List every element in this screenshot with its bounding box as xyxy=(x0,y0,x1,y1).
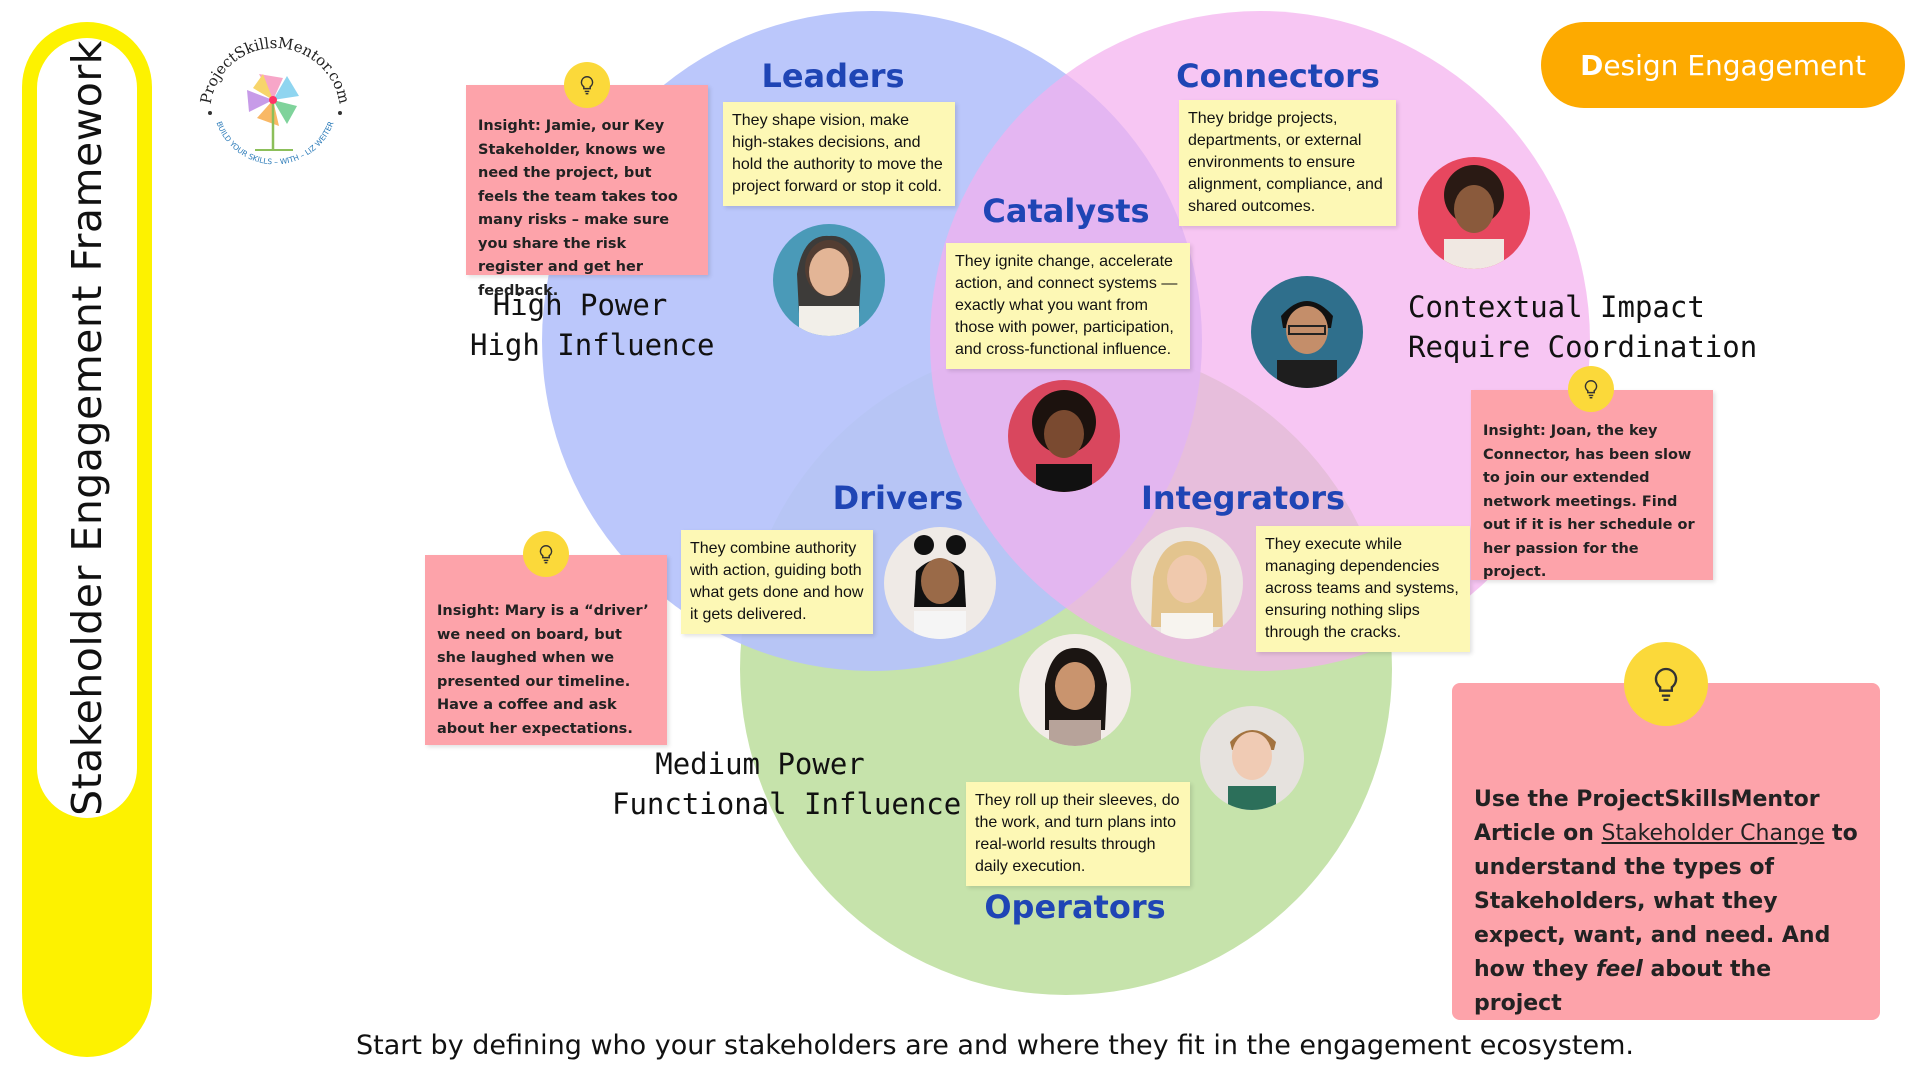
contextual-line-2: Require Coordination xyxy=(1408,327,1698,367)
insight-card-mary: Insight: Mary is a “driver’ we need on b… xyxy=(425,555,667,745)
lightbulb-icon xyxy=(523,531,569,577)
leaders-note: They shape vision, make high-stakes deci… xyxy=(723,102,955,206)
drivers-note: They combine authority with action, guid… xyxy=(681,530,873,634)
drivers-title: Drivers xyxy=(833,479,964,517)
avatar-integrator xyxy=(1131,527,1243,639)
integrators-title: Integrators xyxy=(1141,479,1345,517)
operators-note: They roll up their sleeves, do the work,… xyxy=(966,782,1190,886)
leaders-title: Leaders xyxy=(761,57,904,95)
callout-emphasis: feel xyxy=(1596,957,1643,982)
lightbulb-icon xyxy=(1568,366,1614,412)
catalysts-note: They ignite change, accelerate action, a… xyxy=(946,243,1190,369)
medium-power-line-2: Functional Influence xyxy=(612,784,908,824)
insight-card-jamie: Insight: Jamie, our Key Stakeholder, kno… xyxy=(466,85,708,275)
medium-power-line-1: Medium Power xyxy=(612,744,908,784)
avatar-operator-1 xyxy=(1019,634,1131,746)
avatar-connector-2 xyxy=(1251,276,1363,388)
insight-card-joan: Insight: Joan, the key Connector, has be… xyxy=(1471,390,1713,580)
stakeholder-change-link[interactable]: Stakeholder Change xyxy=(1602,821,1825,846)
high-power-line-2: High Influence xyxy=(470,325,690,365)
avatar-driver xyxy=(884,527,996,639)
contextual-line-1: Contextual Impact xyxy=(1408,287,1698,327)
footer-caption: Start by defining who your stakeholders … xyxy=(0,1030,1920,1061)
medium-power-label: Medium Power Functional Influence xyxy=(612,744,908,824)
design-button-initial: D xyxy=(1580,49,1603,82)
contextual-impact-label: Contextual Impact Require Coordination xyxy=(1408,287,1698,367)
avatar-operator-2 xyxy=(1200,706,1304,810)
connectors-note: They bridge projects, departments, or ex… xyxy=(1179,100,1396,226)
avatar-leader xyxy=(773,224,885,336)
avatar-connector-1 xyxy=(1418,157,1530,269)
lightbulb-icon xyxy=(564,62,610,108)
catalysts-title: Catalysts xyxy=(982,192,1149,230)
avatar-catalyst xyxy=(1008,380,1120,492)
lightbulb-icon xyxy=(1624,642,1708,726)
operators-title: Operators xyxy=(984,888,1165,926)
article-callout-card: Use the ProjectSkillsMentor Article on S… xyxy=(1452,683,1880,1020)
integrators-note: They execute while managing dependencies… xyxy=(1256,526,1470,652)
connectors-title: Connectors xyxy=(1176,57,1380,95)
design-button-label: esign Engagement xyxy=(1603,49,1866,82)
